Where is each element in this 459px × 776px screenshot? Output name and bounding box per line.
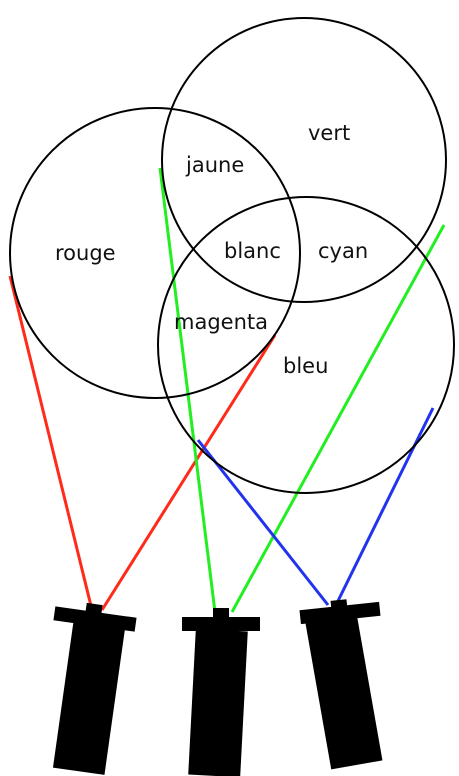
label-vert: vert [308, 121, 351, 145]
red-projector-head [53, 606, 137, 632]
blue-beam-right [334, 407, 435, 606]
label-magenta: magenta [174, 310, 268, 334]
blue-light-circle [157, 196, 455, 494]
green-projector-head [182, 617, 260, 631]
red-projector [52, 602, 137, 775]
green-beam-left [158, 167, 217, 613]
red-beams [8, 275, 277, 611]
red-beam-right [100, 334, 277, 611]
label-bleu: bleu [283, 354, 329, 378]
green-projector [182, 608, 260, 776]
green-projector-body [188, 628, 248, 776]
blue-beams [196, 407, 435, 606]
green-beam-right [230, 224, 446, 613]
red-beam-left [8, 275, 94, 611]
label-blanc: blanc [224, 239, 281, 263]
blue-projector [299, 599, 383, 770]
green-beams [158, 167, 446, 613]
blue-projector-head [299, 601, 381, 625]
red-projector-body [52, 621, 126, 775]
label-cyan: cyan [318, 239, 369, 263]
green-light-circle [161, 17, 447, 303]
label-rouge: rouge [55, 241, 116, 265]
red-light-circle [9, 107, 301, 399]
label-jaune: jaune [186, 153, 245, 177]
light-circles [9, 17, 455, 494]
blue-projector-body [305, 614, 383, 770]
blue-beam-left [196, 439, 330, 606]
